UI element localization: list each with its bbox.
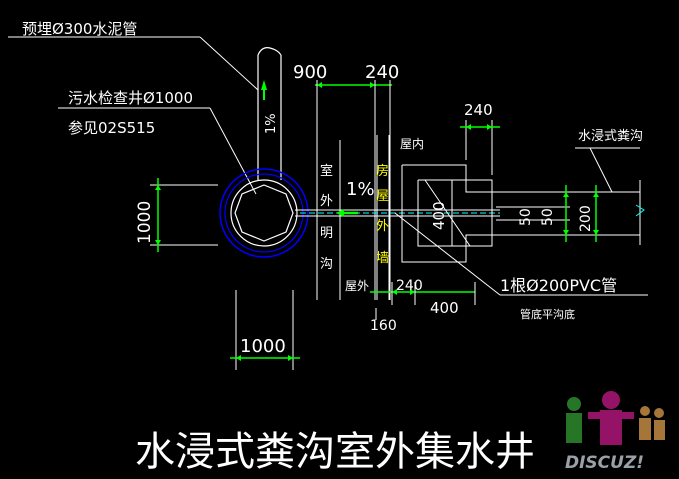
dim-400-bottom-label: 400 [430, 299, 459, 317]
dim-1000-left-label: 1000 [135, 201, 155, 244]
dim-160-label: 160 [370, 318, 397, 334]
dim-240-right [460, 120, 500, 175]
drawing-title: 水浸式粪沟室外集水井 [135, 429, 535, 475]
trench-dims [496, 180, 645, 245]
outdoor-label: 屋外 [345, 279, 369, 293]
trench-leader [575, 147, 640, 193]
vertical-slope-label: 1% [264, 113, 279, 134]
manhole-label-2: 参见02S515 [68, 119, 155, 137]
wall-char-4: 墙 [376, 251, 389, 266]
pvc-leader [394, 212, 648, 296]
dim-50-label: 50 [518, 208, 534, 226]
dim-1000-bottom-label: 1000 [240, 336, 286, 357]
dim-240-bottom-label: 240 [396, 278, 423, 294]
dim-900-label: 900 [293, 62, 327, 83]
dim-50b-label: 50 [540, 208, 556, 226]
discuz-logo [566, 391, 665, 445]
ditch-char-2: 外 [320, 194, 333, 209]
manhole-label-1: 污水检查井Ø1000 [68, 89, 193, 107]
vertical-pipe [257, 47, 282, 180]
ditch-char-3: 明 [320, 226, 333, 241]
horizontal-pipe [295, 209, 500, 217]
dim-1000-bottom [230, 290, 300, 370]
pipe-note-label: 管底平沟底 [520, 307, 575, 321]
wall-char-3: 外 [376, 219, 389, 234]
dim-900-240-top [315, 80, 392, 300]
horizontal-slope-label: 1% [346, 179, 375, 200]
ditch-char-4: 沟 [320, 257, 333, 272]
preburied-pipe-label: 预埋Ø300水泥管 [22, 20, 137, 38]
preburied-pipe-leader [8, 36, 259, 91]
dim-400-box-label: 400 [430, 201, 448, 230]
trench-name-label: 水浸式粪沟 [578, 129, 643, 144]
watermark-text: DISCUZ! [565, 453, 644, 473]
wall-char-2: 屋 [376, 189, 389, 204]
indoor-label: 屋内 [400, 137, 424, 151]
dim-200-label: 200 [578, 205, 594, 232]
dim-240-top-label: 240 [365, 62, 399, 83]
bottom-dims [370, 282, 476, 320]
manhole-leader [58, 107, 257, 195]
ditch-char-1: 室 [320, 163, 333, 179]
manhole [219, 168, 309, 258]
wall-char-1: 房 [376, 163, 389, 179]
dim-1000-left [150, 178, 218, 252]
house-wall [376, 135, 390, 300]
pvc-pipe-label: 1根Ø200PVC管 [500, 276, 617, 295]
dim-240-right-label: 240 [464, 101, 493, 119]
